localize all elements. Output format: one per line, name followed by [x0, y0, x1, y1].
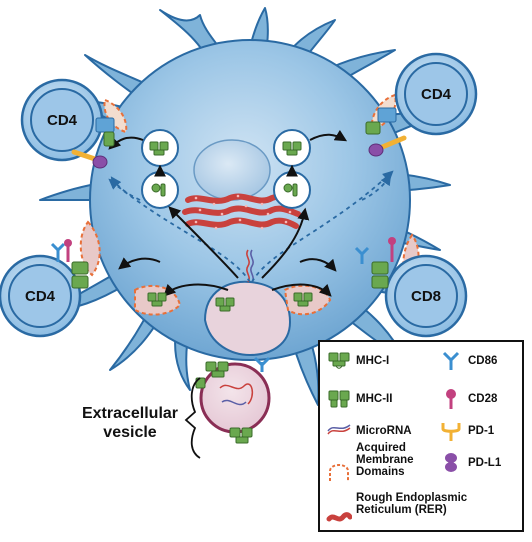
cd4-top-right-label: CD4 — [421, 86, 452, 103]
legend-label-cd28: CD28 — [468, 393, 498, 405]
dashed-trafficking-arrows — [108, 170, 394, 283]
pdl1-icon — [438, 452, 464, 474]
cd4-top-left-label: CD4 — [47, 112, 78, 129]
legend-item-pd1: PD-1 — [438, 420, 494, 442]
legend-item-cd28: CD28 — [438, 388, 497, 410]
pocket-mhc-markers — [147, 292, 313, 312]
t-cell-cd8: CD8 — [384, 254, 468, 338]
legend-label-cd86: CD86 — [468, 355, 498, 367]
legend-label-rer: Rough Endoplasmic Reticulum (RER) — [356, 492, 468, 516]
cd4-bottom-left-label: CD4 — [25, 288, 56, 305]
legend-label-pdl1: PD-L1 — [468, 457, 502, 469]
legend-item-mhc-ii: MHC-II — [326, 388, 392, 410]
t-cell-cd4-top-right: CD4 — [394, 52, 478, 136]
legend-item-microrna: MicroRNA — [326, 420, 412, 442]
legend-label-pd1: PD-1 — [468, 425, 495, 437]
membrane-domain-icon — [326, 449, 352, 481]
legend: MHC-I CD86 MHC-II CD28 MicroRNA PD-1 A — [318, 340, 524, 532]
cd28-icon — [438, 388, 464, 410]
mhc-ii-icon — [326, 388, 352, 410]
extracellular-vesicle-label: Extracellular vesicle — [81, 405, 179, 441]
mhc-i-icon — [326, 350, 352, 372]
vesicle-mhc-contents — [149, 141, 302, 197]
extracellular-vesicle — [195, 356, 271, 444]
vesicle-entry-pocket — [203, 280, 292, 357]
legend-label-mhc-i: MHC-I — [356, 355, 390, 367]
vesicle-bracket — [184, 377, 201, 459]
legend-label-membrane-domains: Acquired Membrane Domains — [356, 442, 414, 478]
cd86-icon — [438, 350, 464, 372]
black-trafficking-arrows — [108, 129, 348, 297]
microrna-strands — [246, 249, 254, 283]
legend-label-mhc-ii: MHC-II — [356, 393, 393, 405]
legend-item-membrane-domains: Acquired Membrane Domains — [326, 442, 414, 481]
nucleus — [193, 139, 271, 201]
legend-item-pdl1: PD-L1 — [438, 452, 501, 474]
cd8-label: CD8 — [411, 288, 441, 305]
legend-label-microrna: MicroRNA — [356, 425, 412, 437]
synapse-receptors — [50, 107, 407, 289]
legend-item-cd86: CD86 — [438, 350, 497, 372]
t-cell-cd4-top-left: CD4 — [20, 78, 104, 162]
pd1-icon — [438, 420, 464, 442]
rer-icon — [326, 493, 352, 522]
microrna-icon — [326, 420, 352, 442]
legend-item-mhc-i: MHC-I — [326, 350, 389, 372]
legend-item-rer: Rough Endoplasmic Reticulum (RER) — [326, 492, 468, 522]
t-cell-cd4-bottom-left: CD4 — [0, 254, 82, 338]
